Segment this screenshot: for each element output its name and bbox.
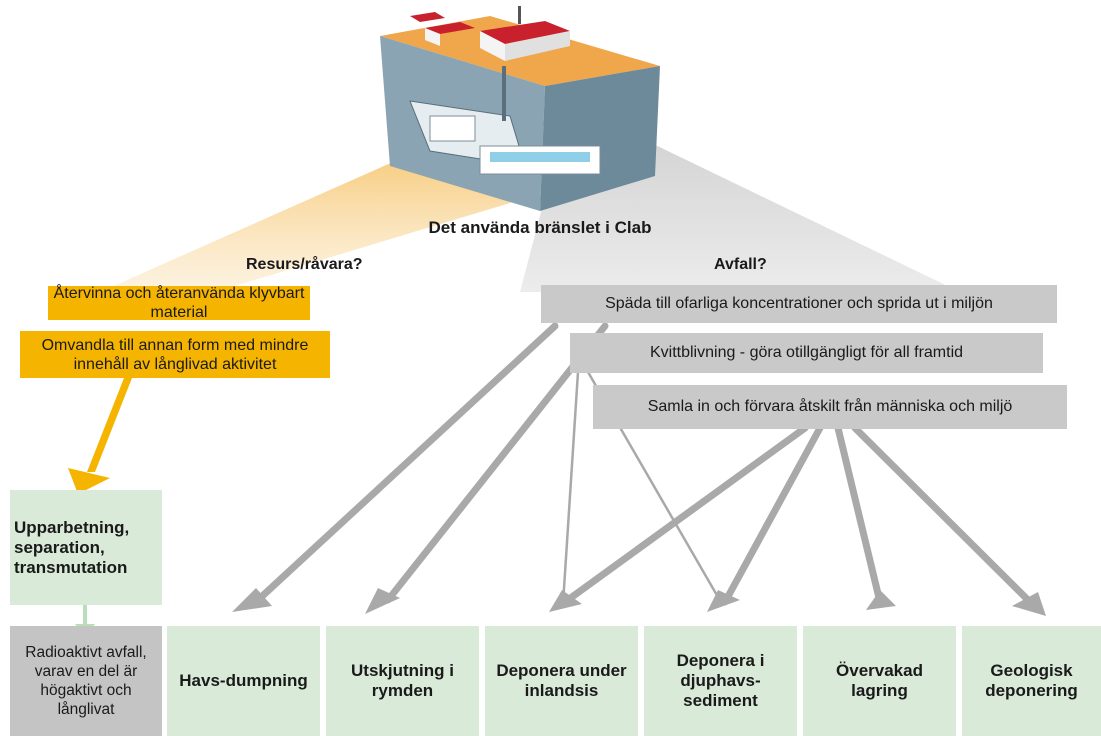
branch-label-waste: Avfall? — [714, 256, 767, 273]
outcome-tile-geologisk: Geologisk deponering — [962, 626, 1101, 736]
branch-label-resource: Resurs/råvara? — [246, 256, 363, 273]
processing-tile: Upparbetning, separation, transmutation — [10, 490, 162, 605]
arrow-to-overvakad — [834, 424, 884, 606]
arrow-to-djuphav — [721, 424, 824, 606]
building-main-wall — [480, 31, 505, 61]
outcome-tile-overvakad: Övervakad lagring — [803, 626, 956, 736]
outcome-tile-djuphav: Deponera i djuphavs-sediment — [644, 626, 797, 736]
resource-wedge — [100, 150, 520, 292]
building-small-wall — [425, 28, 440, 46]
diagram-title: Det använda bränslet i Clab — [428, 218, 652, 237]
waste-option-dilute: Späda till ofarliga koncentrationer och … — [541, 285, 1057, 323]
arrow-to-geologisk — [851, 424, 1034, 606]
waste-option-dispose: Kvittblivning - göra otillgängligt för a… — [570, 333, 1043, 373]
clab-facility-illustration — [380, 6, 660, 211]
orange-arrowhead — [68, 468, 110, 494]
resource-option-recycle: Återvinna och återanvända klyvbart mater… — [48, 285, 310, 321]
pool-water — [490, 152, 590, 162]
arrowhead-djuphav — [707, 590, 740, 612]
outcome-tile-havsdumpning: Havs-dumpning — [167, 626, 320, 736]
building-small — [425, 22, 475, 34]
outcome-tile-rymden: Utskjutning i rymden — [326, 626, 479, 736]
arrowhead-rymden — [365, 588, 400, 614]
ground-right-face — [540, 66, 660, 211]
arrow-to-inlandsis — [561, 424, 809, 606]
arrowhead-havsdumpning — [232, 588, 272, 612]
resource-option-transform: Omvandla till annan form med mindre inne… — [20, 331, 330, 378]
orange-arrow-shaft — [87, 378, 132, 472]
arrow-to-havsdumpning — [254, 322, 559, 604]
thin-to-inlandsis — [561, 370, 580, 606]
chimney — [518, 6, 521, 24]
waste-option-store: Samla in och förvara åtskilt från männis… — [593, 385, 1067, 429]
shaft — [502, 66, 506, 121]
building-main — [480, 21, 570, 44]
outcome-tile-inlandsis: Deponera under inlandsis — [485, 626, 638, 736]
arrow-to-rymden — [384, 322, 609, 604]
arrowhead-overvakad — [866, 590, 896, 610]
arrowhead-inlandsis — [549, 590, 582, 612]
building-main-wall-2 — [505, 31, 570, 61]
building-stack — [410, 12, 445, 22]
tunnel-block — [429, 115, 476, 142]
arrowhead-geologisk — [1012, 592, 1046, 616]
residue-tile: Radioaktivt avfall, varav en del är höga… — [10, 626, 162, 736]
